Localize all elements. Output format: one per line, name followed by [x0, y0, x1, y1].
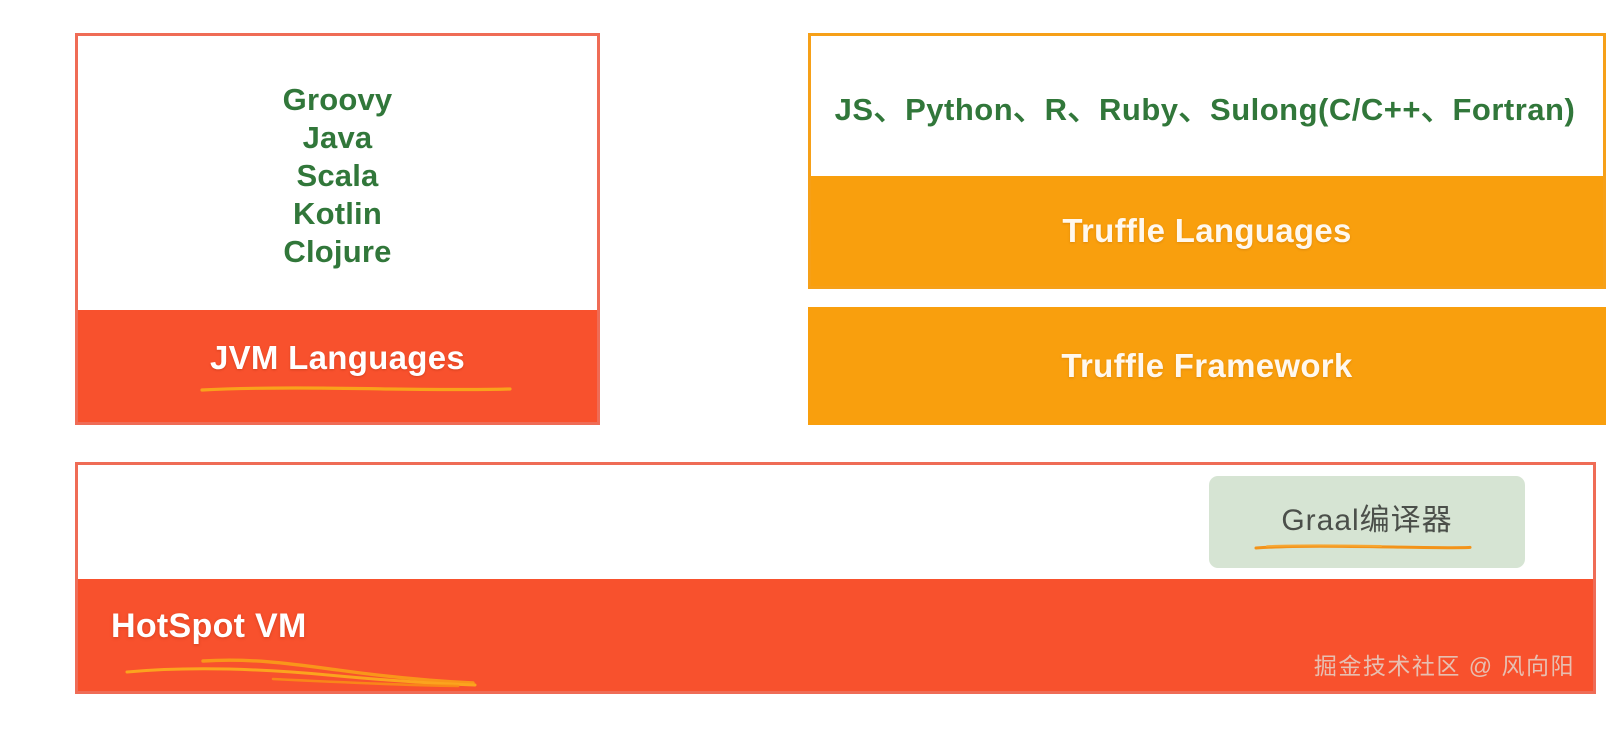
hotspot-vm-label: HotSpot VM [111, 607, 307, 645]
truffle-framework-label: Truffle Framework [1061, 347, 1353, 384]
truffle-languages-card: JS、Python、R、Ruby、Sulong(C/C++、Fortran) T… [808, 33, 1606, 289]
watermark-text: 掘金技术社区 @ 风向阳 [1313, 653, 1575, 679]
jvm-language-list: Groovy Java Scala Kotlin Clojure [78, 36, 597, 310]
truffle-framework-band: Truffle Framework [808, 307, 1606, 425]
jvm-languages-band: JVM Languages [78, 310, 597, 422]
graal-compiler-badge: Graal编译器 [1209, 476, 1525, 568]
handdrawn-underline-icon [200, 386, 512, 392]
list-item: Kotlin [292, 196, 382, 231]
list-item: Java [302, 120, 373, 155]
handdrawn-underline-icon [1254, 544, 1472, 550]
handdrawn-scribble-icon [125, 658, 477, 688]
truffle-languages-label: Truffle Languages [1062, 212, 1352, 249]
hotspot-upper-area: Graal编译器 [78, 465, 1593, 579]
list-item: Clojure [283, 234, 392, 269]
truffle-languages-band: Truffle Languages [811, 176, 1603, 286]
list-item: Groovy [282, 82, 393, 117]
hotspot-vm-card: Graal编译器 HotSpot VM 掘金技术社区 @ 风向阳 [75, 462, 1596, 694]
list-item: Scala [296, 158, 379, 193]
graal-compiler-label: Graal编译器 [1281, 504, 1453, 537]
truffle-language-names: JS、Python、R、Ruby、Sulong(C/C++、Fortran) [834, 91, 1576, 127]
jvm-languages-card: Groovy Java Scala Kotlin Clojure JVM Lan… [75, 33, 600, 425]
hotspot-vm-band: HotSpot VM 掘金技术社区 @ 风向阳 [78, 579, 1593, 691]
jvm-languages-label: JVM Languages [209, 339, 466, 376]
truffle-language-names-row: JS、Python、R、Ruby、Sulong(C/C++、Fortran) [811, 36, 1603, 176]
